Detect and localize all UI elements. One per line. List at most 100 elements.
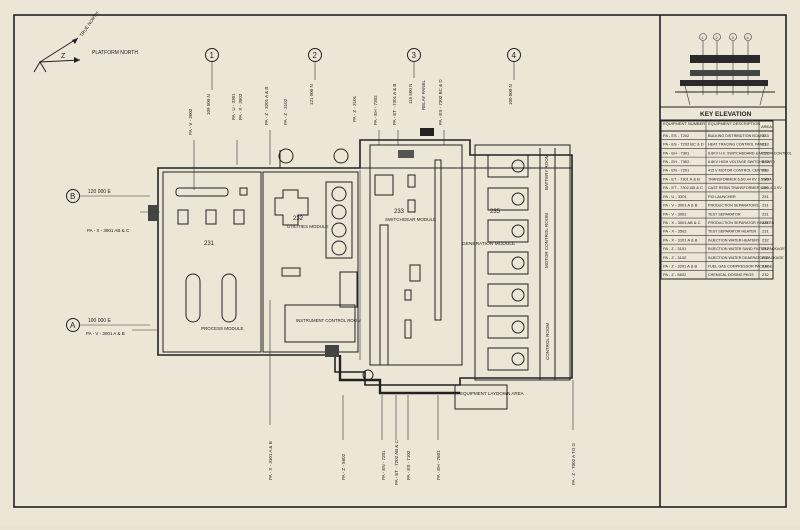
instrument-control-room (284, 304, 356, 343)
legend-equipment-description: 6.6KV HIGH VOLTAGE SWITCHBOARD (708, 160, 775, 164)
svg-text:PA - X - 3502: PA - X - 3502 (238, 93, 243, 120)
svg-text:GENERATION MODULE: GENERATION MODULE (462, 241, 515, 247)
svg-text:120 000 E: 120 000 E (88, 189, 111, 195)
svg-text:233: 233 (394, 209, 405, 215)
legend-equipment-area: 233 (762, 159, 769, 164)
svg-text:INSTRUMENT CONTROL ROOM: INSTRUMENT CONTROL ROOM (296, 318, 361, 323)
legend-equipment-area: 233 (762, 168, 769, 173)
svg-text:235: 235 (490, 209, 501, 215)
svg-text:4: 4 (747, 35, 750, 40)
platform-north-label: PLATFORM NORTH (92, 50, 138, 56)
svg-text:EQUIPMENT LAYDOWN AREA: EQUIPMENT LAYDOWN AREA (460, 391, 524, 396)
grid-column-3: 3 115 500 N (407, 48, 421, 104)
legend-equipment-area: 231 (762, 229, 769, 234)
grid-column-1: 1 109 500 N (205, 48, 219, 115)
legend-equipment-area: 233 (762, 185, 769, 190)
module-233: 233 SWITCHGEAR MODULE (362, 128, 463, 381)
legend-equipment-description: HEAT TRACING CONTROL PANEL (708, 143, 767, 147)
module-231: 231 PROCESS MODULE (162, 171, 262, 353)
elevation-sketch: 1 2 3 4 (675, 33, 775, 106)
svg-text:2: 2 (313, 51, 318, 60)
legend-equipment-number: PA - Z - 3201 A & B (663, 264, 697, 269)
legend-equipment-number: PA - V - 3002 (663, 211, 687, 216)
equipment-laydown-area: EQUIPMENT LAYDOWN AREA (454, 384, 524, 410)
legend-equipment-area: 232 (762, 264, 769, 269)
north-arrow-icon: Z TRUE NORTH (33, 11, 100, 73)
legend-equipment-description: CHEMICAL DOSING PKGS (708, 273, 754, 277)
legend-equipment-number: PA - EN - 7201 (663, 168, 690, 173)
svg-text:MOTOR CONTROL ROOM: MOTOR CONTROL ROOM (544, 213, 549, 268)
legend-equipment-number: PA - X - 3001 AB & C (663, 220, 701, 225)
legend-equipment-area: 232 (762, 272, 769, 277)
platform-outline (157, 139, 573, 386)
legend-equipment-area: 233 (762, 133, 769, 138)
equipment-legend-table: EQUIPMENT NUMBER EQUIPMENT DESCRIPTION A… (660, 120, 792, 280)
svg-text:100 000 N: 100 000 N (508, 84, 513, 105)
grid-row-b: B 120 000 E (66, 189, 150, 203)
legend-equipment-description: 6.6KV H.V. SWITCHBOARD & MOTOR CONTROL (708, 151, 792, 155)
svg-text:PA - Z - 7002 A TO G: PA - Z - 7002 A TO G (571, 442, 576, 485)
production-separator-b (221, 273, 237, 323)
svg-text:100 000 E: 100 000 E (88, 318, 111, 324)
svg-text:PA - U - 3301: PA - U - 3301 (231, 93, 236, 120)
legend-equipment-number: PA - Z - 3101 (663, 246, 687, 251)
svg-text:121 000 N: 121 000 N (309, 84, 314, 105)
production-separator-a (185, 273, 201, 323)
legend-equipment-number: PA - Z - 3102 (663, 255, 687, 260)
legend-equipment-number: PA - U - 3301 (663, 194, 687, 199)
legend-equipment-description: INJECTION WATER HEATERS (708, 238, 760, 242)
module-235: 235 GENERATION MODULE BATTERY ROOM MOTOR… (462, 144, 571, 381)
svg-text:115 500 N: 115 500 N (408, 84, 413, 104)
legend-equipment-description: FUEL GAS COMPRESSOR PACKAGE (708, 265, 773, 269)
legend-equipment-description: INJECTION WATER SAND FILTER PACKAGE (708, 247, 785, 251)
grid-row-a: A 100 000 E (66, 318, 150, 332)
svg-text:PA - ET - 7301 A & B: PA - ET - 7301 A & B (392, 84, 397, 125)
legend-equipment-description: PRODUCTION SEPARATOR HEATERS (708, 221, 775, 225)
svg-text:PA - ES - 7102: PA - ES - 7102 (406, 450, 411, 480)
heater-pa-x-3101 (325, 345, 339, 357)
legend-equipment-number: PA - EH - 7302 (663, 159, 690, 164)
svg-text:BATTERY ROOM: BATTERY ROOM (544, 154, 549, 190)
key-elevation-title: KEY ELEVATION (700, 111, 752, 118)
legend-equipment-number: PA - Z - 5602 (663, 272, 687, 277)
legend-equipment-area: 232 (762, 237, 769, 242)
svg-text:PA - X - 3001 AB & C: PA - X - 3001 AB & C (87, 228, 130, 233)
legend-equipment-number: PA - ES - 7202 (663, 133, 690, 138)
svg-text:PA - EH - 7601: PA - EH - 7601 (436, 450, 441, 480)
legend-equipment-number: PA - V - 3001 A & B (663, 203, 698, 208)
legend-equipment-description: PIG LAUNCHER (708, 195, 736, 199)
svg-text:PA - EN - 7201: PA - EN - 7201 (381, 450, 386, 480)
legend-equipment-number: PA - ES - 7202 BC & D (663, 142, 704, 147)
svg-text:B: B (70, 192, 75, 201)
svg-text:PA - ET - 7202 AB & C: PA - ET - 7202 AB & C (394, 439, 399, 485)
legend-equipment-number: PA - ET - 7301 A & B (663, 176, 700, 181)
svg-text:EQUIPMENT NUMBER: EQUIPMENT NUMBER (663, 121, 705, 126)
svg-text:2: 2 (716, 35, 719, 40)
svg-text:1: 1 (210, 51, 215, 60)
legend-equipment-area: 232 (762, 246, 769, 251)
legend-equipment-number: PA - X - 3502 (663, 229, 687, 234)
legend-equipment-description: PRODUCTION SEPARATORS (708, 204, 759, 208)
svg-text:SWITCHGEAR MODULE: SWITCHGEAR MODULE (385, 217, 436, 222)
legend-equipment-area: 231 (762, 194, 769, 199)
legend-equipment-area: 231 (762, 211, 769, 216)
svg-text:PA - ES - 7302 BC & D: PA - ES - 7302 BC & D (438, 79, 443, 125)
legend-equipment-area: 233 (762, 176, 769, 181)
key-elevation: 1 2 3 4 KEY ELEVATION (660, 33, 786, 121)
legend-equipment-area: 231 (762, 203, 769, 208)
grid-column-4: 4 100 000 N (507, 48, 521, 105)
svg-text:1: 1 (702, 35, 705, 40)
svg-text:4: 4 (512, 51, 517, 60)
grid-column-2: 2 121 000 N (308, 48, 322, 105)
legend-equipment-description: TRANSFORMER 6.6/0.44 KV 2.5 MVA (708, 177, 772, 181)
module-232: 232 UTILITIES MODULE INSTRUMENT CONTROL … (262, 171, 361, 353)
legend-equipment-number: PA - X - 3101 A & B (663, 237, 698, 242)
top-tags: PA - V - 3002 PA - U - 3301 PA - X - 350… (188, 79, 445, 190)
svg-text:RELAY PANEL: RELAY PANEL (421, 79, 426, 110)
svg-text:PA - Z - 3201 A & B: PA - Z - 3201 A & B (264, 87, 269, 125)
bottom-tags: PA - X - 3101 A & B PA - Z - 5602 PA - E… (268, 300, 576, 485)
legend-equipment-number: PA - ET - 7202 AB & C (663, 185, 703, 190)
test-separator (175, 187, 229, 197)
